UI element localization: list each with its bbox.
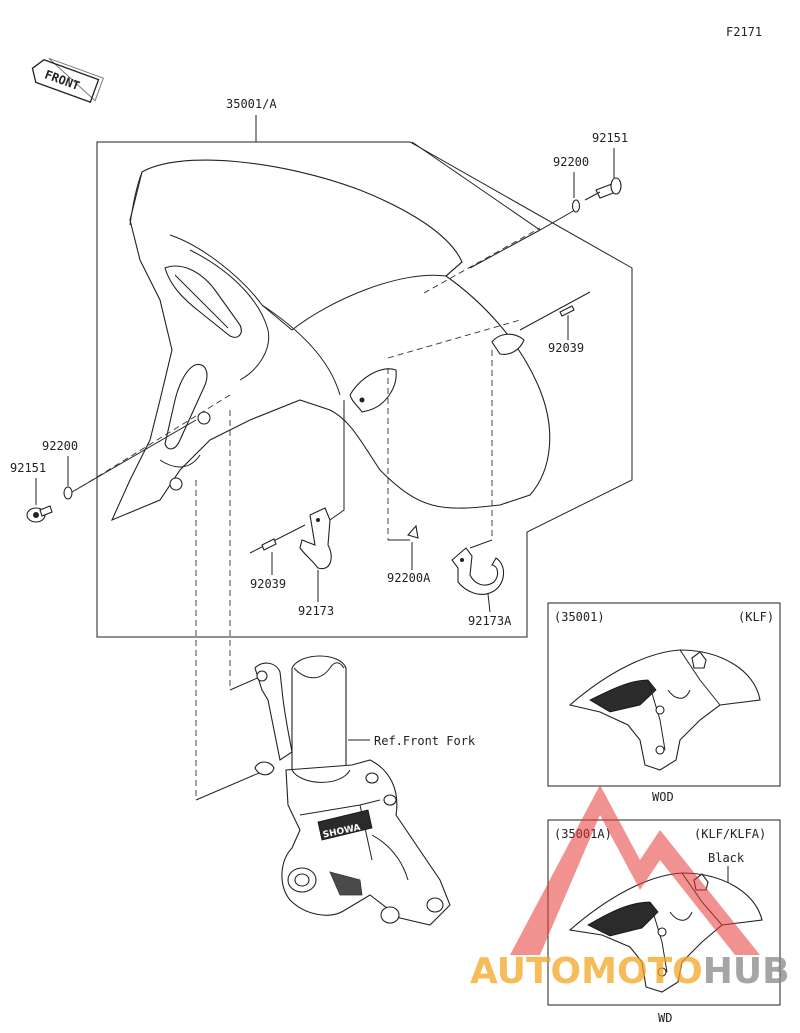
- washer-right: [571, 199, 581, 213]
- pin-right-label: 92039: [548, 341, 584, 355]
- watermark-peaks-icon: [510, 785, 760, 955]
- watermark-logo: AUTOMOTOHUB: [470, 785, 790, 992]
- inset-top: (35001) (KLF) WOD: [547, 602, 781, 804]
- figure-code: F2171: [726, 25, 762, 39]
- inset-top-fender: [568, 649, 761, 771]
- inset-bottom-color-name: Black: [708, 851, 745, 865]
- pin-left: [249, 524, 306, 554]
- main-assembly-label: 35001/A: [226, 97, 277, 111]
- pin-left-label: 92039: [250, 577, 286, 591]
- inset-top-part-no: (35001): [554, 610, 605, 624]
- screw-right-label: 92151: [592, 131, 628, 145]
- front-fender: [110, 159, 551, 522]
- screw-left-label: 92151: [10, 461, 46, 475]
- fork-ref-label: Ref.Front Fork: [374, 734, 476, 748]
- watermark-text: AUTOMOTOHUB: [470, 951, 790, 992]
- clamp: [299, 507, 332, 570]
- align-line-1: [423, 227, 541, 294]
- washer-small-label: 92200A: [387, 571, 431, 585]
- washer-right-label: 92200: [553, 155, 589, 169]
- pin-right: [519, 291, 591, 331]
- washer-left-label: 92200: [42, 439, 78, 453]
- inset-top-color-code: WOD: [652, 790, 674, 804]
- clamp-label: 92173: [298, 604, 334, 618]
- assembly-frame: [96, 141, 633, 638]
- inset-bottom-color-code: WD: [658, 1011, 672, 1025]
- inset-bottom-model: (KLF/KLFA): [694, 827, 766, 841]
- clamp-a-label: 92173A: [468, 614, 512, 628]
- screw-left: [26, 505, 53, 523]
- washer-left: [63, 486, 73, 500]
- inset-top-model: (KLF): [738, 610, 774, 624]
- front-arrow-icon: FRONT: [31, 57, 104, 104]
- align-line-7: [75, 394, 231, 491]
- screw-line-right: [411, 141, 576, 231]
- front-fork: SHOWA: [195, 655, 451, 926]
- clamp-a: [451, 547, 504, 595]
- screw-line-left: [71, 419, 197, 493]
- washer-small: [407, 524, 419, 539]
- align-line-2: [387, 319, 521, 359]
- screw-right: [584, 177, 622, 201]
